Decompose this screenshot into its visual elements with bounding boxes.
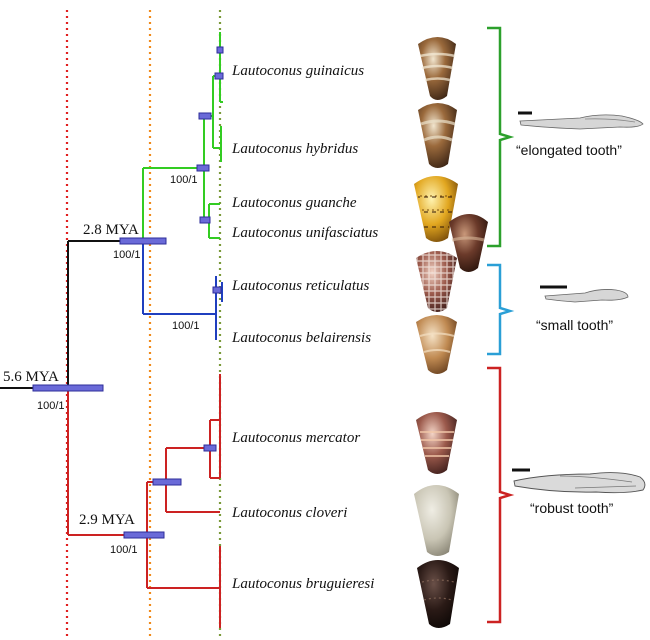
hpd-bar-red-inner <box>152 478 182 486</box>
group-label-elongated: “elongated tooth” <box>516 142 622 158</box>
support-blue: 100/1 <box>172 320 200 332</box>
group-label-small: “small tooth” <box>536 317 613 333</box>
node-age-root: 5.6 MYA <box>3 369 59 385</box>
shell-unifasciatus-icon <box>449 214 488 272</box>
species-labels: Lautoconus guinaicus Lautoconus hybridus… <box>231 63 378 592</box>
hpd-bar-blue <box>212 286 222 294</box>
shell-hybridus-icon <box>418 103 457 168</box>
hpd-bars <box>32 46 224 539</box>
species-label: Lautoconus bruguieresi <box>231 576 374 592</box>
hpd-bar-mercator <box>203 444 217 452</box>
hpd-bar-green-d <box>216 46 224 54</box>
shell-cloveri-icon <box>414 485 459 556</box>
shell-guinaicus-icon <box>418 37 456 100</box>
species-label: Lautoconus unifasciatus <box>231 225 378 241</box>
green-clade <box>203 32 223 239</box>
shell-guanche-icon <box>414 176 458 242</box>
species-label: Lautoconus cloveri <box>231 505 347 521</box>
upper-clade-branches <box>142 167 216 315</box>
species-label: Lautoconus guinaicus <box>231 63 364 79</box>
shell-reticulatus-icon <box>416 251 457 312</box>
red-clade <box>67 374 221 628</box>
shell-images <box>414 37 488 628</box>
blue-clade <box>215 276 223 340</box>
teeth <box>512 111 646 494</box>
node-age-upper: 2.8 MYA <box>83 222 139 238</box>
group-brackets <box>487 26 515 624</box>
node-age-lower: 2.9 MYA <box>79 512 135 528</box>
shell-belairensis-icon <box>416 315 457 374</box>
tooth-robust-icon <box>512 468 646 494</box>
tooth-elongated-icon <box>518 111 644 130</box>
hpd-bar-green-a <box>198 112 212 120</box>
support-lower: 100/1 <box>110 544 138 556</box>
bracket-small-icon <box>487 263 515 356</box>
support-upper: 100/1 <box>113 249 141 261</box>
bracket-robust-icon <box>487 366 515 624</box>
hpd-bar-upper <box>119 237 167 245</box>
species-label: Lautoconus guanche <box>231 195 357 211</box>
species-label: Lautoconus hybridus <box>231 141 358 157</box>
group-label-robust: “robust tooth” <box>530 500 614 516</box>
shell-bruguieresi-icon <box>417 560 459 628</box>
tooth-small-icon <box>540 285 629 303</box>
hpd-bar-green-c <box>214 72 224 80</box>
support-root: 100/1 <box>37 400 65 412</box>
species-label: Lautoconus belairensis <box>231 330 371 346</box>
hpd-bar-green-root <box>196 164 210 172</box>
shell-mercator-icon <box>416 412 457 474</box>
hpd-bar-root <box>32 384 104 392</box>
hpd-bar-lower <box>123 531 165 539</box>
species-label: Lautoconus mercator <box>231 430 360 446</box>
species-label: Lautoconus reticulatus <box>231 278 370 294</box>
bracket-elongated-icon <box>487 26 515 248</box>
support-green: 100/1 <box>170 174 198 186</box>
hpd-bar-green-b <box>199 216 211 224</box>
stem-branches <box>0 240 143 389</box>
